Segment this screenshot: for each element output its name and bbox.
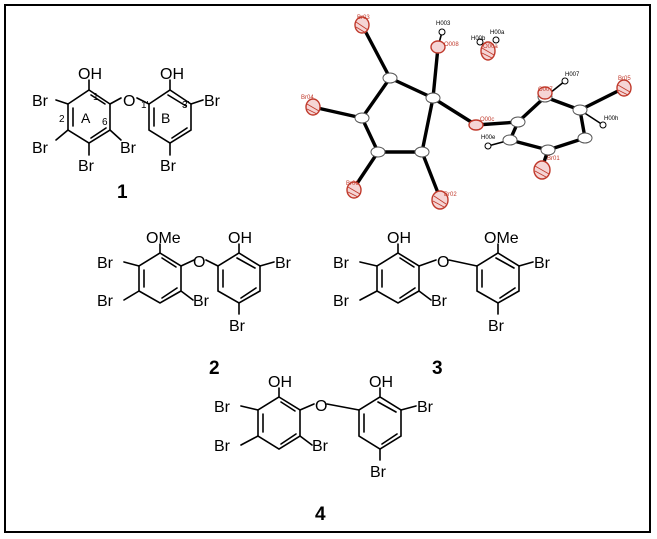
compound-1-br-3p: Br [204,93,221,110]
compound-1-locant-6: 6 [102,117,108,128]
compound-1-number: 1 [117,182,128,203]
compound-3-oh: OH [387,230,411,247]
compound-2: OMe OH O Br Br Br Br Br 2 [97,230,292,379]
compound-1-locant-1p: 1' [141,100,149,111]
ortep-label-h007: H007 [565,72,580,78]
compound-3-br: Br [431,293,448,310]
ortep-label-h00b: H00b [471,36,486,42]
ortep-label-br01: Br01 [547,156,560,162]
ortep-carbon-atom [572,104,588,116]
ortep-label-br04: Br04 [301,95,314,101]
compound-2-br: Br [97,293,114,310]
compound-4-br: Br [214,399,231,416]
compound-1-ether-oxygen: O [123,93,135,110]
compound-2-br: Br [229,318,246,335]
ortep-bromine-atom [346,181,362,199]
ortep-carbon-atom [414,146,430,158]
ortep-label-o008: O008 [444,42,459,48]
compound-2-br: Br [193,293,210,310]
compound-1-ring-b-double-bond [167,94,187,107]
ortep-carbon-atom [510,116,526,128]
ortep-label-o007: O007 [538,87,553,93]
ortep-hydrogen-atom [492,36,500,44]
compound-1-br-5: Br [120,140,137,157]
ortep-bromine-atom [305,98,321,116]
ortep-label-h00h: H00h [604,116,618,122]
ortep-label-o00a: O00a [483,44,498,50]
crystal-structure-ortep: Br03 Br04 Br05 Br06 Br02 Br01 O008 O00a … [301,15,632,210]
ortep-bromine-atom [616,79,632,97]
compound-1-ring-a-double-bond [90,127,107,139]
ortep-label-br02: Br02 [444,192,457,198]
compound-3-number: 3 [432,358,443,379]
compound-4-br: Br [417,399,434,416]
ortep-label-o00c: O00c [480,117,494,123]
ortep-hydrogen-atom [476,38,484,46]
ortep-water-oxygen-atom [480,41,496,61]
ortep-label-h00e: H00e [481,135,496,141]
compound-1-ring-b-double-bond [171,127,188,139]
compound-2-br: Br [275,255,292,272]
ortep-carbon-atom [382,72,398,84]
ortep-hydrogen-atom [484,142,492,150]
compound-3-br: Br [333,293,350,310]
compound-1: OH OH O Br Br Br Br Br Br A B 1 2 6 1' 3… [32,66,221,203]
compound-1-ring-a-label: A [81,110,91,126]
compound-1-locant-2: 2 [59,114,65,125]
figure-frame [4,4,651,533]
compound-4-br: Br [312,438,329,455]
compound-3: OH OMe O Br Br Br Br Br 3 [333,230,551,379]
ortep-label-br03: Br03 [357,15,370,21]
compound-2-br: Br [97,255,114,272]
compound-4-br: Br [370,464,387,481]
ortep-carbon-atom [502,134,518,146]
compound-4: OH OH O Br Br Br Br Br 4 [214,374,434,525]
ortep-bromine-atom [354,16,370,34]
compound-1-oh-a: OH [78,66,102,83]
ortep-carbon-atom [577,132,593,144]
ortep-carbon-atom [425,92,441,104]
compound-1-br-4: Br [78,158,95,175]
ortep-carbon-atom [370,146,386,158]
ortep-oxygen-atom [430,40,446,54]
ortep-oxygen-atom [468,119,484,131]
compound-1-locant-3p: 3' [182,100,190,111]
ortep-hydrogen-atom [438,28,446,36]
compound-3-br: Br [534,255,551,272]
ortep-hydrogen-atom [599,121,607,129]
compound-2-ome: OMe [146,230,181,247]
compound-2-oh: OH [228,230,252,247]
compound-4-oh-a: OH [268,374,292,391]
compound-4-ether-oxygen: O [315,398,327,415]
compound-1-ring-a-double-bond [90,94,106,105]
compound-1-oh-b: OH [160,66,184,83]
compound-3-br: Br [488,318,505,335]
ortep-label-h003: H003 [436,21,451,27]
compound-1-ring-b-label: B [161,110,170,126]
ortep-carbon-atom [354,112,370,124]
compound-3-ether-oxygen: O [437,254,449,271]
compound-4-br: Br [214,438,231,455]
compound-1-locant-1: 1 [93,92,99,103]
ortep-oxygen-atom [537,86,553,100]
compound-1-br-3: Br [32,140,49,157]
compound-3-br: Br [333,255,350,272]
compound-3-ome: OMe [484,230,519,247]
ortep-label-br05: Br05 [618,76,631,82]
ortep-hydrogen-atom [561,77,569,85]
ortep-label-h00a: H00a [490,30,505,36]
compound-4-number: 4 [315,504,326,525]
compound-1-br-2: Br [32,93,49,110]
compound-2-number: 2 [209,358,220,379]
compound-1-br-5p: Br [160,158,177,175]
ortep-carbon-atom [540,144,556,156]
ortep-label-br06: Br06 [346,181,359,187]
compound-2-ether-oxygen: O [193,254,205,271]
compound-4-oh-b: OH [369,374,393,391]
